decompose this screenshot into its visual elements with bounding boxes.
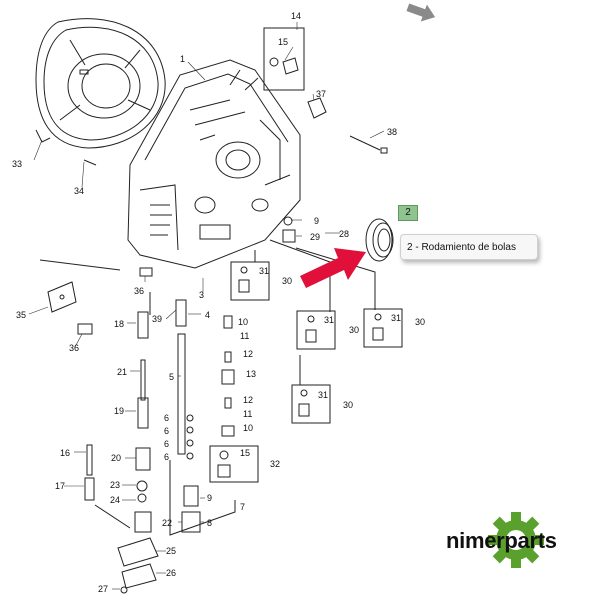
label-38: 38: [387, 127, 397, 137]
label-18: 18: [114, 319, 124, 329]
label-31-a: 31: [259, 266, 269, 276]
label-37: 37: [316, 89, 326, 99]
label-9-a: 9: [314, 216, 319, 226]
label-30-d: 30: [343, 400, 353, 410]
label-27: 27: [98, 584, 108, 594]
label-31-d: 31: [318, 390, 328, 400]
highlight-tag[interactable]: 2: [398, 205, 418, 221]
label-28: 28: [339, 229, 349, 239]
label-33: 33: [12, 159, 22, 169]
label-4: 4: [205, 310, 210, 320]
label-29: 29: [310, 232, 320, 242]
label-9-b: 9: [207, 493, 212, 503]
label-15-a: 15: [278, 37, 288, 47]
cover-plate: [35, 18, 166, 149]
label-6-b: 6: [164, 426, 169, 436]
left-parts: [39, 69, 236, 594]
highlight-arrow: [300, 248, 366, 288]
label-12-b: 12: [243, 395, 253, 405]
label-12-a: 12: [243, 349, 253, 359]
label-32: 32: [270, 459, 280, 469]
label-11-a: 11: [240, 331, 249, 341]
part-tooltip: 2 - Rodamiento de bolas: [400, 234, 538, 260]
label-10-b: 10: [243, 423, 253, 433]
label-36-b: 36: [69, 343, 79, 353]
label-30-b: 30: [349, 325, 359, 335]
nav-arrow-icon[interactable]: [405, 0, 438, 26]
label-15-b: 15: [240, 448, 250, 458]
label-13: 13: [246, 369, 256, 379]
leader-lines: [28, 22, 385, 590]
label-8: 8: [207, 518, 212, 528]
label-11-b: 11: [243, 409, 252, 419]
label-36-a: 36: [134, 286, 144, 296]
label-6-a: 6: [164, 413, 169, 423]
label-19: 19: [114, 406, 124, 416]
label-30-c: 30: [415, 317, 425, 327]
label-31-b: 31: [324, 315, 334, 325]
label-22: 22: [162, 518, 172, 528]
label-10-a: 10: [238, 317, 248, 327]
label-7: 7: [240, 502, 245, 512]
label-34: 34: [74, 186, 84, 196]
label-26: 26: [166, 568, 176, 578]
label-16: 16: [60, 448, 70, 458]
ball-bearing[interactable]: [365, 218, 394, 262]
label-23: 23: [110, 480, 120, 490]
label-35: 35: [16, 310, 26, 320]
part-labels: 1 3 4 5 6 6 6 6 7 8 9 9 10 10 11 11 12 1…: [12, 11, 425, 594]
label-25: 25: [166, 546, 176, 556]
label-1: 1: [180, 54, 185, 64]
label-39: 39: [152, 314, 162, 324]
label-31-c: 31: [391, 313, 401, 323]
label-14: 14: [291, 11, 301, 21]
label-17: 17: [55, 481, 65, 491]
label-20: 20: [111, 453, 121, 463]
valve-housing: [127, 59, 301, 269]
component-outlines: [209, 27, 403, 483]
brand-logo-text: nimerparts: [446, 528, 557, 553]
label-21: 21: [117, 367, 127, 377]
label-5: 5: [169, 372, 174, 382]
label-30-a: 30: [282, 276, 292, 286]
label-3: 3: [199, 290, 204, 300]
label-24: 24: [110, 495, 120, 505]
label-6-d: 6: [164, 452, 169, 462]
label-6-c: 6: [164, 439, 169, 449]
